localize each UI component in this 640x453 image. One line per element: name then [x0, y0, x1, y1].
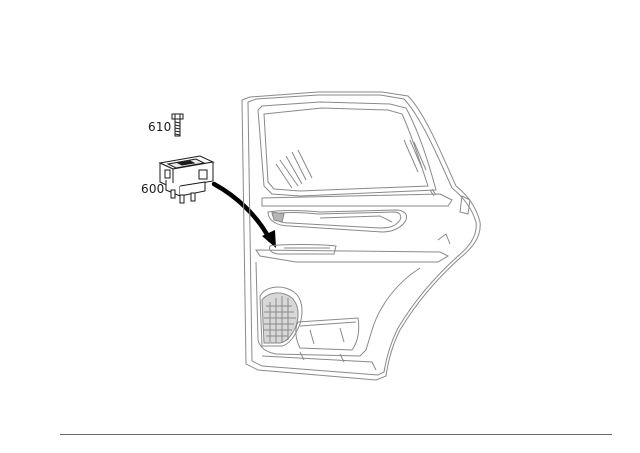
rear-door-panel-icon — [241, 91, 481, 381]
callout-600: 600 — [141, 182, 165, 196]
bottom-rule — [60, 434, 612, 435]
bolt-icon — [171, 113, 184, 137]
arrow-icon — [211, 181, 276, 248]
window-switch-icon — [158, 155, 215, 204]
callout-610: 610 — [148, 120, 172, 134]
